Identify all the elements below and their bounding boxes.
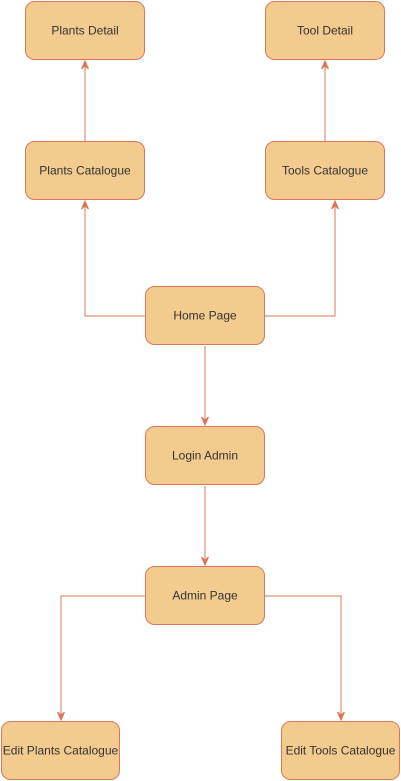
arrowhead — [331, 199, 339, 210]
node-label: Admin Page — [172, 589, 238, 603]
node-label: Edit Tools Catalogue — [286, 744, 396, 758]
edge-line — [60, 595, 145, 715]
edge-admin-page-to-edit-tools-catalogue — [265, 595, 345, 722]
node-box — [25, 1, 145, 60]
node-box — [265, 1, 385, 60]
edge-plants-catalogue-to-plants-detail — [81, 59, 89, 141]
node-tool-detail: Tool Detail — [265, 1, 385, 60]
node-label: Plants Catalogue — [39, 164, 131, 178]
arrowhead — [57, 711, 65, 722]
node-home-page: Home Page — [145, 286, 265, 345]
edge-tools-catalogue-to-tool-detail — [321, 59, 329, 141]
node-edit-plants-catalogue: Edit Plants Catalogue — [1, 721, 120, 780]
edge-admin-page-to-edit-plants-catalogue — [57, 595, 145, 722]
edge-line — [84, 206, 145, 317]
node-tools-catalogue: Tools Catalogue — [265, 141, 385, 200]
arrowhead — [201, 416, 209, 427]
node-label: Edit Plants Catalogue — [3, 744, 119, 758]
edge-login-admin-to-admin-page — [201, 486, 209, 567]
node-box — [281, 721, 400, 780]
node-box — [25, 141, 145, 200]
node-label: Login Admin — [172, 449, 238, 463]
node-label: Tools Catalogue — [282, 164, 368, 178]
edges-layer — [57, 59, 345, 722]
arrowhead — [321, 59, 329, 70]
node-box — [145, 426, 265, 485]
node-admin-page: Admin Page — [145, 566, 265, 625]
arrowhead — [201, 556, 209, 567]
node-edit-tools-catalogue: Edit Tools Catalogue — [281, 721, 400, 780]
node-box — [145, 566, 265, 625]
edge-line — [265, 206, 336, 317]
arrowhead — [81, 59, 89, 70]
node-login-admin: Login Admin — [145, 426, 265, 485]
node-label: Tool Detail — [297, 24, 353, 38]
node-label: Plants Detail — [51, 24, 118, 38]
node-box — [1, 721, 120, 780]
edge-line — [265, 595, 342, 715]
arrowhead — [337, 711, 345, 722]
arrowhead — [81, 199, 89, 210]
edge-home-page-to-plants-catalogue — [81, 199, 145, 317]
node-label: Home Page — [173, 309, 237, 323]
edge-home-page-to-tools-catalogue — [265, 199, 339, 317]
node-box — [265, 141, 385, 200]
node-plants-catalogue: Plants Catalogue — [25, 141, 145, 200]
edge-home-page-to-login-admin — [201, 346, 209, 427]
node-plants-detail: Plants Detail — [25, 1, 145, 60]
node-box — [145, 286, 265, 345]
